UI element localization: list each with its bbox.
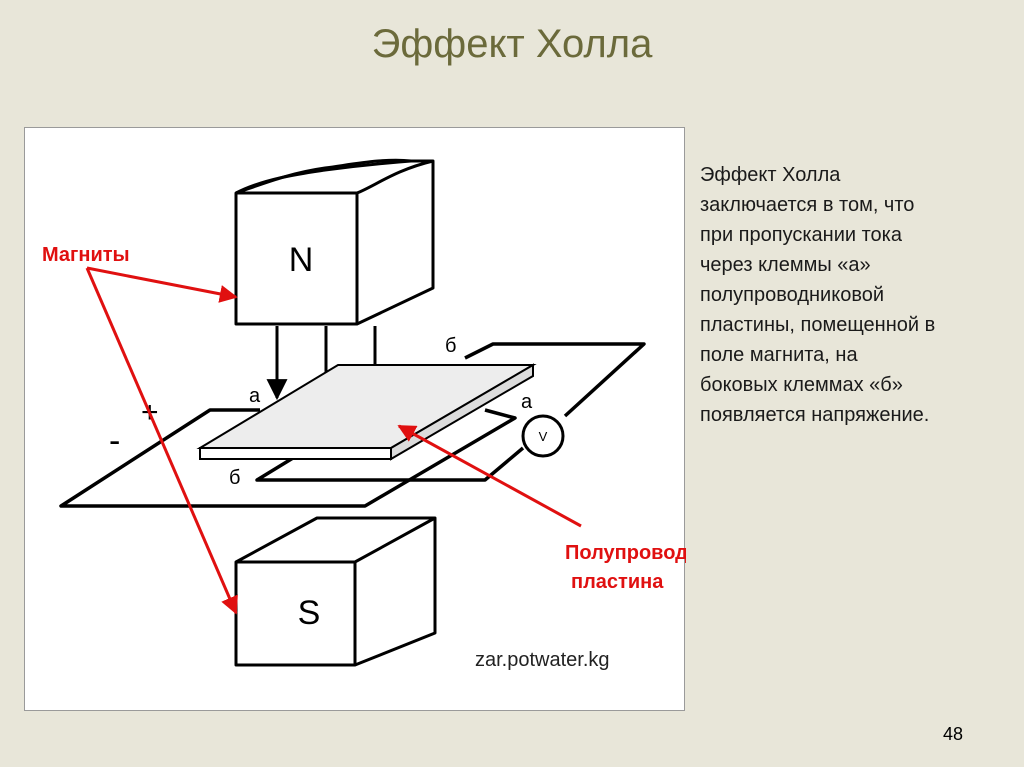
north-magnet (234, 158, 435, 326)
terminal-b-top-label: б (445, 335, 456, 357)
south-magnet (234, 516, 437, 667)
magnets-pointer-arrow (86, 266, 238, 303)
description-line: Эффект Холла (700, 164, 841, 186)
description-line: боковых клеммах «б» (700, 374, 903, 396)
voltmeter-icon: V (521, 414, 565, 458)
hall-effect-diagram: V N S а а б б + - Магниты Полупроводнико… (24, 127, 686, 711)
description-line: при пропускании тока (700, 224, 902, 246)
magnets-pointer-arrow (85, 267, 238, 615)
plate-caption-line1: Полупроводниковая (565, 542, 686, 564)
description-line: заключается в том, что (700, 194, 915, 216)
semiconductor-plate (196, 363, 537, 461)
magnets-caption: Магниты (42, 244, 130, 266)
plate-pointer-arrow (397, 424, 582, 528)
voltmeter-label: V (539, 429, 548, 444)
description-text: Эффект Холла заключается в том, что при … (700, 160, 1010, 430)
page-number: 48 (943, 724, 964, 744)
description-line: пластины, помещенной в (700, 314, 936, 336)
minus-sign: - (109, 422, 120, 460)
south-pole-label: S (298, 594, 321, 632)
plate-caption-line2: пластина (571, 571, 664, 593)
terminal-a-right-label: а (521, 391, 533, 413)
terminal-a-left-label: а (249, 385, 261, 407)
terminal-b-bottom-label: б (229, 467, 240, 489)
description-line: полупроводниковой (700, 284, 885, 306)
description-line: через клеммы «а» (700, 254, 871, 276)
north-pole-label: N (289, 241, 314, 279)
source-attribution: zar.potwater.kg (475, 649, 610, 671)
description-line: поле магнита, на (700, 344, 858, 366)
description-line: появляется напряжение. (700, 404, 930, 426)
slide-title: Эффект Холла (371, 22, 653, 66)
current-circuit (59, 408, 517, 508)
